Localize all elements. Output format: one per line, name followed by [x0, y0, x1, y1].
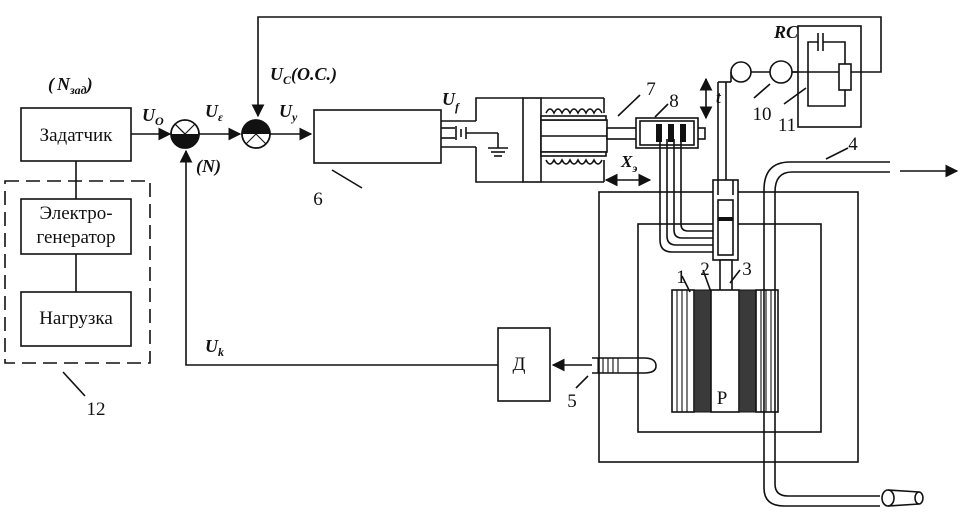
n-set-label: (Nзад): [48, 74, 93, 97]
number-12: 12: [87, 399, 106, 420]
setpoint-block: Задатчик: [20, 107, 132, 162]
ueps-label: Uε: [205, 101, 223, 124]
leader-12: [62, 371, 86, 397]
servo-wiring: [441, 97, 523, 183]
t-label: t: [716, 88, 722, 107]
leader-11: [783, 87, 807, 105]
detector-label: Д: [513, 354, 526, 375]
uy-label: Uy: [279, 101, 298, 124]
generator-label-line2: генератор: [36, 227, 115, 248]
leader-2: [702, 269, 712, 293]
probe-rod: [717, 72, 732, 180]
reactor-core: [671, 289, 779, 413]
number-8: 8: [669, 91, 679, 112]
detector-probe-5: [592, 357, 657, 374]
control-rod-channels: [659, 139, 716, 253]
number-7: 7: [646, 79, 656, 100]
number-11: 11: [778, 115, 796, 136]
leader-3: [729, 269, 741, 284]
uk-feedback-line: [179, 149, 498, 366]
load-label: Нагрузка: [39, 308, 113, 329]
generator-group-dashed: [4, 180, 151, 364]
number-1: 1: [676, 267, 686, 288]
uc-label: UC(O.C.): [270, 64, 337, 87]
number-2: 2: [700, 259, 710, 280]
clutch-element-8: [606, 117, 706, 149]
uk-label: Uk: [205, 336, 224, 359]
leader-7: [617, 94, 641, 117]
leader-10: [753, 83, 771, 99]
generator-label-line1: Электро-: [39, 203, 112, 224]
leader-1: [681, 275, 691, 293]
number-10: 10: [753, 104, 772, 125]
xe-label: Xэ: [620, 152, 637, 175]
number-3: 3: [742, 259, 752, 280]
leader-4: [825, 147, 849, 160]
coolant-pipe-4: [763, 161, 924, 507]
number-6: 6: [313, 189, 323, 210]
rc-label: RC: [773, 22, 799, 42]
core-label: Р: [717, 388, 728, 409]
uo-label: UO: [142, 105, 164, 128]
number-5: 5: [567, 391, 577, 412]
leader-8: [654, 103, 669, 118]
detector-block: Д: [497, 327, 551, 402]
rc-circuit: [730, 25, 862, 128]
uf-label: Uf: [442, 89, 460, 114]
leader-6: [331, 169, 363, 189]
amplifier-block-6: [313, 109, 442, 164]
setpoint-label: Задатчик: [40, 125, 114, 146]
generator-block: Электро- генератор: [20, 198, 132, 255]
rc-feedback-line: [251, 16, 882, 118]
load-block: Нагрузка: [20, 291, 132, 347]
n-feedback-label: (N): [196, 156, 221, 177]
summing-junction-1: [170, 119, 200, 149]
leader-5: [575, 375, 589, 389]
number-4: 4: [848, 134, 858, 155]
servo-motor-7: [522, 97, 608, 183]
summing-junction-2: [241, 119, 271, 149]
